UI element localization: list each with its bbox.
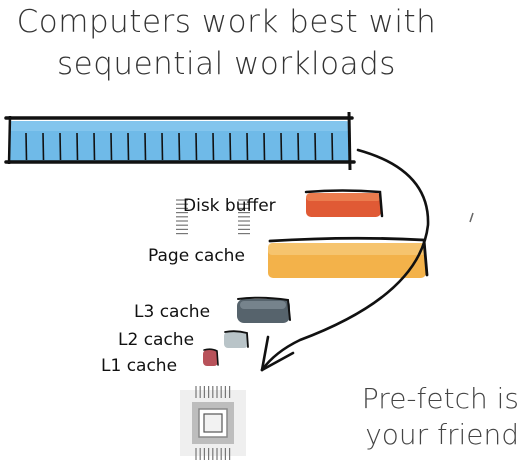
bar-segment-tick	[280, 132, 283, 161]
bar-segment-tick	[76, 132, 79, 161]
bar-segment-tick	[161, 132, 164, 161]
curved-arrow-icon	[260, 148, 430, 372]
bar-segment-tick	[178, 132, 181, 161]
bar-segment-tick	[314, 132, 317, 161]
workload-bar	[4, 111, 356, 171]
bar-segment-tick	[144, 132, 147, 161]
caption-line-1: Pre-fetch is	[361, 382, 519, 415]
bar-segment-tick	[110, 132, 113, 161]
l1-cache-label: L1 cache	[101, 356, 178, 376]
bar-segment-tick	[25, 132, 28, 161]
title-line-2: sequential workloads	[57, 46, 396, 82]
bar-segment-tick	[195, 132, 198, 161]
bar-segment-tick	[246, 132, 249, 161]
l2-cache-block	[224, 332, 248, 348]
disk-buffer-label: Disk buffer	[183, 196, 276, 216]
bar-segment-tick	[212, 132, 215, 161]
caption-line-2: your friend	[365, 418, 519, 451]
bar-segment-tick	[229, 132, 232, 161]
l2-cache-label: L2 cache	[118, 330, 195, 350]
page-cache-label: Page cache	[148, 246, 245, 266]
cpu-chip-icon	[176, 199, 250, 460]
bar-segment-tick	[42, 132, 45, 161]
bar-segment-tick	[331, 132, 334, 161]
bar-segment-tick	[297, 132, 300, 161]
bar-segment-tick	[59, 132, 62, 161]
stray-mark	[469, 212, 474, 223]
title-line-1: Computers work best with	[16, 4, 437, 40]
bar-segment-tick	[263, 132, 266, 161]
l3-cache-label: L3 cache	[134, 302, 211, 322]
bar-segment-tick	[127, 132, 130, 161]
l1-cache-block	[203, 350, 218, 366]
bar-segment-tick	[93, 132, 96, 161]
